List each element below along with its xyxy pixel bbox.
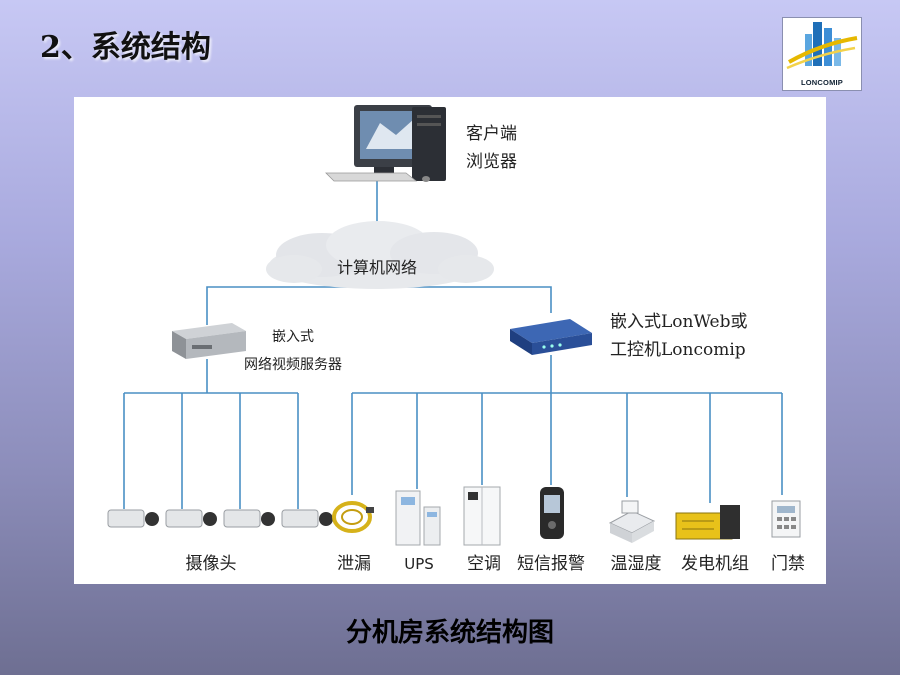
generator-icon [675,505,740,540]
client-label-line2: 浏览器 [466,152,517,172]
video-server-label-line1: 嵌入式 [272,329,314,345]
ups-icon [395,490,441,546]
system-structure-diagram: 客户端 浏览器 计算机网络 嵌入式 网络视频服务器 [107,105,805,574]
controller-label-line1: 嵌入式LonWeb或 [610,312,748,332]
device-label-access: 门禁 [771,554,805,574]
diagram-caption: 分机房系统结构图 [345,618,554,648]
company-logo: LONCOMIP [782,17,862,91]
thermo-hygrometer-icon [608,500,656,543]
video-server-label-line2: 网络视频服务器 [244,357,342,373]
device-label-aircon: 空调 [467,554,501,574]
controller-label-line2: 工控机Loncomip [610,340,746,360]
camera-icon [223,509,275,528]
logo-text: LONCOMIP [800,78,843,87]
access-control-icon [771,500,801,538]
device-label-leak: 泄漏 [337,554,371,574]
controller-device-icon [510,319,592,355]
device-label-generator: 发电机组 [681,554,749,574]
camera-icon [281,509,333,528]
client-computer-icon [325,105,446,182]
diagram-panel: 客户端 浏览器 计算机网络 嵌入式 网络视频服务器 [74,97,826,584]
device-label-temp-humidity: 温湿度 [611,554,662,574]
slide-title: 2、系统结构 [40,30,211,65]
video-server-icon [172,323,246,359]
air-conditioner-icon [463,486,501,546]
camera-label: 摄像头 [186,554,237,574]
camera-icon [165,509,217,528]
leak-sensor-icon [332,501,374,533]
connection-lines [123,179,783,509]
mobile-phone-icon [540,487,564,539]
client-label-line1: 客户端 [466,124,517,144]
network-cloud-icon [266,221,494,289]
camera-icon [107,509,159,528]
network-label: 计算机网络 [337,258,417,277]
device-label-sms: 短信报警 [517,554,585,574]
device-label-ups: UPS [404,555,434,573]
logo-buildings-icon [786,22,858,70]
